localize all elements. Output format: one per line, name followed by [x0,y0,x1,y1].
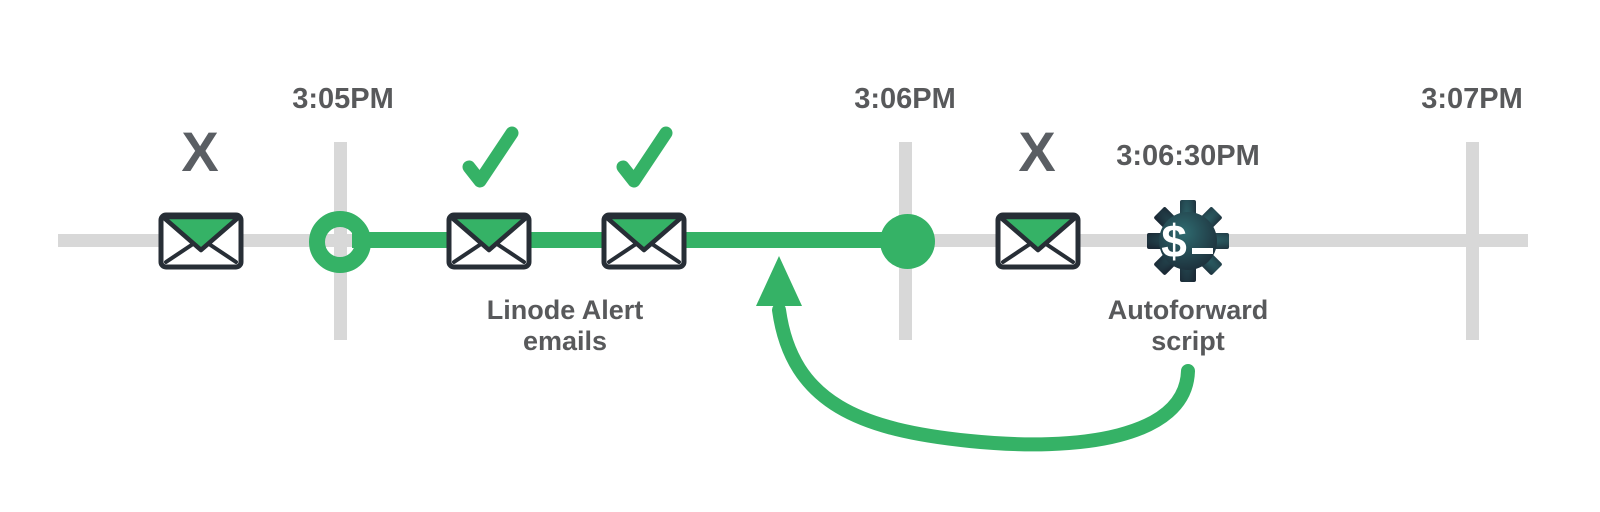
envelope-icon [446,212,532,270]
alert-emails-label: Linode Alert emails [487,295,644,357]
missed-x-mark: X [181,120,219,183]
end-dot-marker [880,214,935,269]
cursor-underscore-glyph [1192,248,1213,254]
envelope-icon [995,212,1081,270]
autoforward-script-label: Autoforward script [1108,295,1268,357]
dollar-prompt-glyph: $ [1161,215,1187,267]
alert-emails-label-line2: emails [522,326,608,356]
autoforward-script-label-line1: Autoforward [1107,295,1269,325]
time-label-307: 3:07PM [1421,83,1523,115]
alert-emails-label-line1: Linode Alert [486,295,644,325]
arrowhead-icon [756,256,802,306]
start-ring-marker [309,211,371,273]
envelope-icon [601,212,687,270]
time-label-306: 3:06PM [854,83,956,115]
missed-x-mark: X [1018,120,1056,183]
check-icon [462,126,519,188]
time-label-305: 3:05PM [292,83,394,115]
time-label-30630: 3:06:30PM [1116,140,1260,172]
check-icon [616,126,673,188]
terminal-gear-icon: $ [1147,200,1229,282]
timeline-tick-307 [1466,142,1479,340]
autoforward-script-label-line2: script [1151,326,1225,356]
envelope-icon [158,212,244,270]
